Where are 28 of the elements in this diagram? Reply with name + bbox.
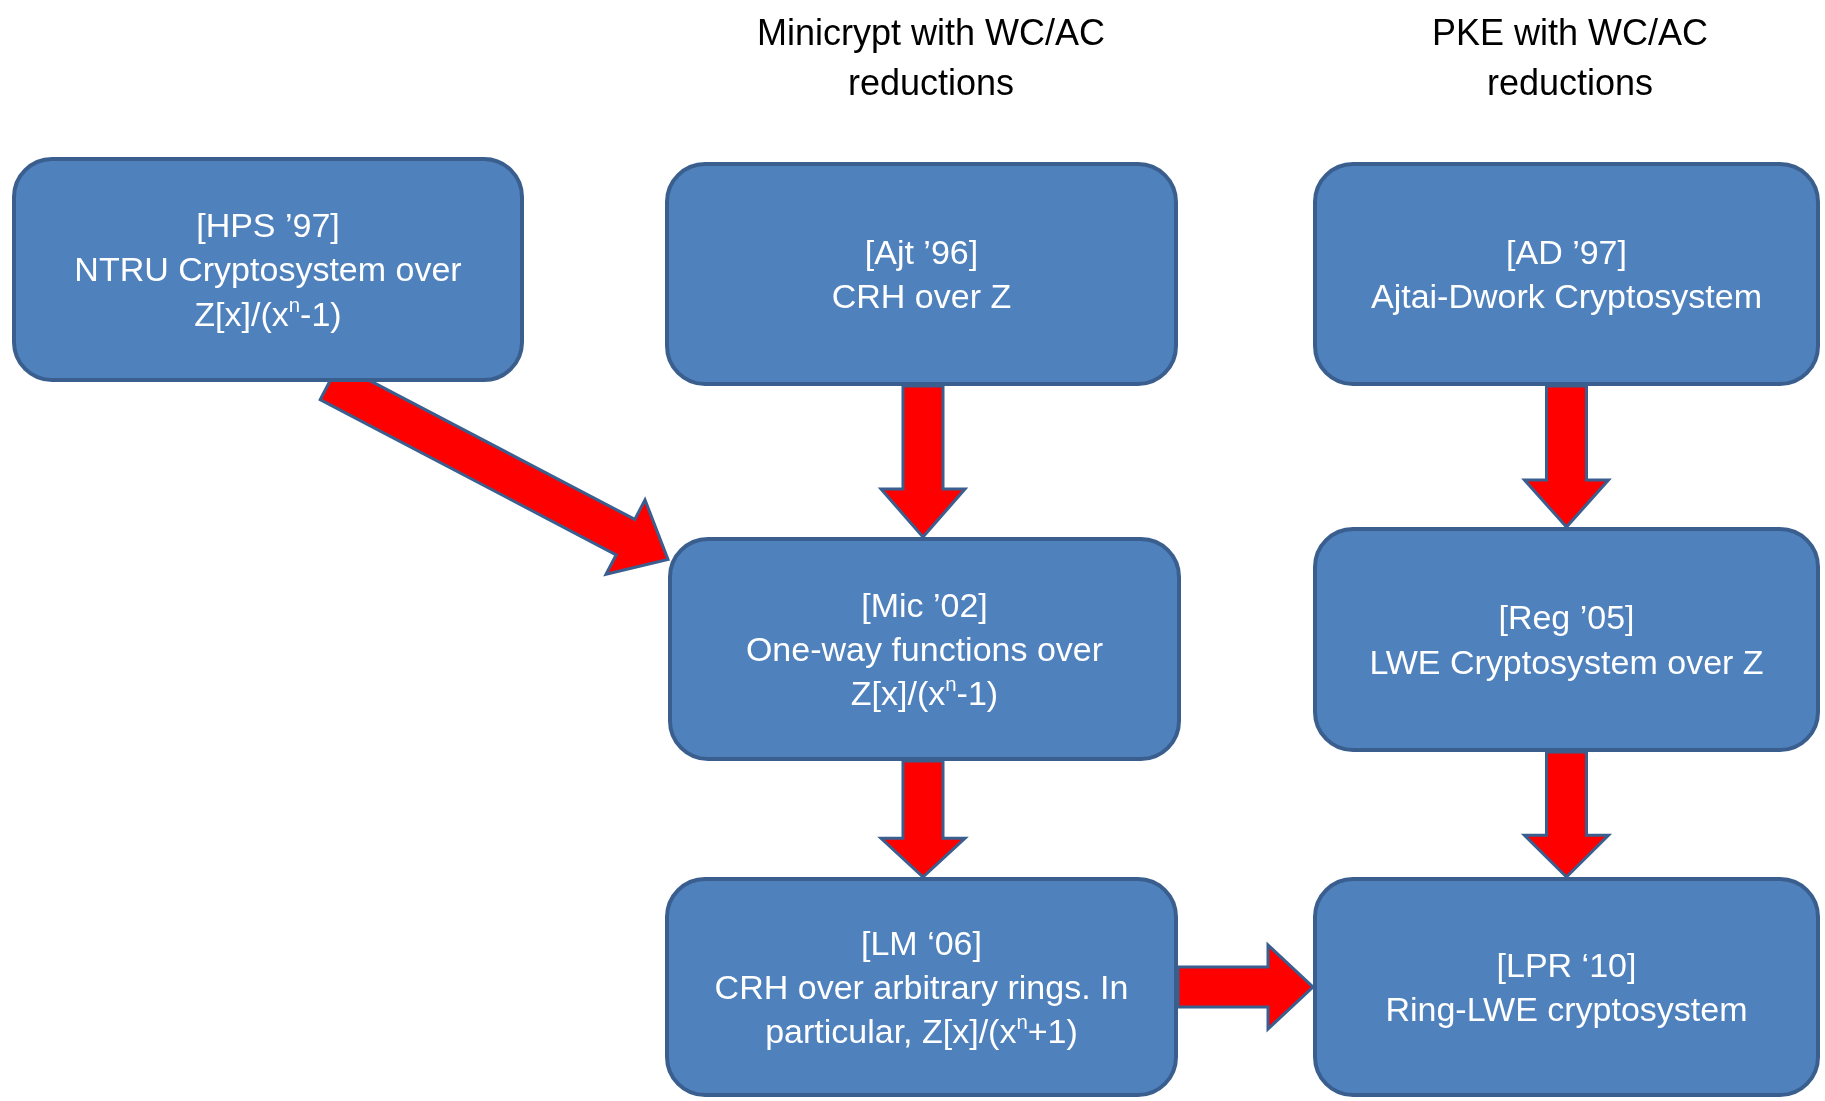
block-arrow	[877, 759, 969, 880]
citation-text: [AD ’97]	[1506, 231, 1627, 273]
node-text: Ring-LWE cryptosystem	[1385, 989, 1748, 1030]
process-box	[1313, 877, 1820, 1097]
citation-text: [LPR ‘10]	[1496, 944, 1637, 986]
citation-text: [LM ‘06]	[861, 922, 982, 964]
citation-text: [HPS ’97]	[196, 205, 340, 247]
node-text: One-way functions over Z[x]/(x$^{n}$-1)	[744, 628, 1105, 715]
node-text: LWE Cryptosystem over Z	[1369, 641, 1764, 683]
column-heading: Minicrypt with WC/AC reductions	[756, 11, 1106, 106]
node-text: CRH over arbitrary rings. In particular, Z[x]/(x$^{n}$+1)	[713, 966, 1130, 1053]
process-box	[668, 537, 1181, 761]
block-arrow	[1521, 384, 1612, 530]
process-box	[1313, 527, 1820, 752]
node-text: CRH over Z	[831, 276, 1012, 317]
column-heading: PKE with WC/AC reductions	[1430, 11, 1709, 106]
process-box	[1313, 162, 1820, 386]
block-arrow	[877, 384, 969, 540]
node-text: NTRU Cryptosystem over Z[x]/(x$^{n}$-1)	[73, 249, 463, 335]
citation-text: [Ajt ’96]	[864, 231, 979, 273]
node-text: Ajtai-Dwork Cryptosystem	[1370, 276, 1763, 317]
citation-text: [Mic ’02]	[861, 584, 988, 626]
process-box	[12, 157, 524, 382]
block-arrow	[1176, 941, 1316, 1033]
block-arrow	[1520, 750, 1613, 880]
process-box	[665, 162, 1178, 386]
process-box	[665, 877, 1178, 1097]
citation-text: [Reg ’05]	[1498, 597, 1635, 639]
